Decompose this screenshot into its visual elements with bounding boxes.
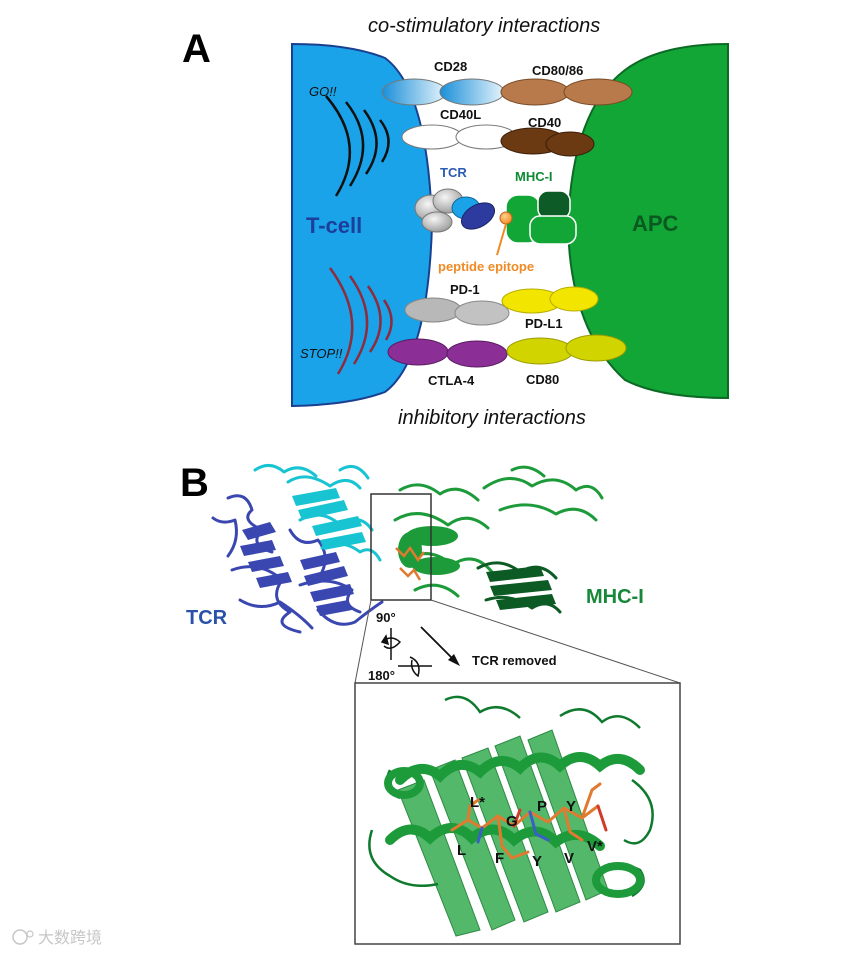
cd80-86-label: CD80/86 (532, 63, 583, 78)
stop-label: STOP!! (300, 346, 343, 361)
panel-b-letter: B (180, 461, 209, 505)
rotate-vertical-icon (380, 628, 402, 660)
mhc-i-molecule (505, 190, 577, 245)
tcr-structure-label: TCR (186, 607, 228, 629)
ctla4-domain-2 (446, 340, 508, 368)
peptide-overview (395, 545, 425, 581)
pd1-domain-2 (454, 300, 510, 326)
cd40l-domain-1 (401, 124, 463, 150)
pd1-label: PD-1 (450, 282, 480, 297)
cd40l-label: CD40L (440, 107, 481, 122)
residue-label: F (495, 850, 504, 867)
arrow-label: TCR removed (472, 653, 557, 668)
mhc-structure (393, 465, 604, 614)
cd40-label: CD40 (528, 115, 561, 130)
top-caption: co-stimulatory interactions (368, 15, 600, 37)
panel-a: A co-stimulatory interactions inhibitory… (182, 15, 729, 429)
zoom-region (370, 493, 432, 601)
rotation-180-label: 180° (368, 668, 395, 683)
stop-signal-icon (328, 267, 393, 375)
zoom-guide-right (430, 599, 681, 684)
peptide-pointer (496, 223, 507, 256)
tcr-molecule (414, 188, 496, 233)
panel-a-letter: A (182, 27, 211, 71)
residue-label: G (506, 813, 518, 830)
residue-label: V (564, 850, 574, 867)
residue-label: L (457, 842, 466, 859)
zoom-guide-left (354, 599, 372, 684)
pd1-domain-1 (404, 297, 462, 323)
residue-label: P (537, 798, 547, 815)
cd28-domain-2 (439, 78, 505, 106)
rotation-90-label: 90° (376, 610, 396, 625)
panel-b: B (180, 461, 681, 945)
tcr-label: TCR (440, 165, 467, 180)
go-label: GO!! (309, 84, 337, 99)
residue-labels: L* G P Y L F Y V V* (457, 794, 603, 870)
mhc-groove-structure (368, 695, 654, 937)
residue-label: L* (470, 794, 485, 811)
ctla4-label: CTLA-4 (428, 373, 475, 388)
cd80-86-domain-2 (563, 78, 633, 106)
mhc-structure-label: MHC-I (586, 586, 644, 608)
cd40-domain-2 (545, 131, 595, 157)
bottom-caption: inhibitory interactions (398, 407, 586, 429)
residue-label: V* (587, 838, 603, 855)
watermark-logo-icon (12, 929, 28, 945)
mhc-i-label: MHC-I (515, 169, 553, 184)
pdl1-label: PD-L1 (525, 316, 563, 331)
watermark-text: 大数跨境 (38, 928, 102, 947)
peptide-epitope-label: peptide epitope (438, 259, 534, 274)
pdl1-domain-2 (549, 286, 599, 312)
ctla4-domain-1 (387, 338, 449, 366)
apc-label: APC (632, 211, 679, 236)
residue-label: Y (566, 798, 576, 815)
arrow-icon (420, 626, 460, 666)
rotate-horizontal-icon (398, 656, 432, 678)
tcell-label: T-cell (306, 213, 362, 238)
residue-label: Y (532, 853, 542, 870)
cd80-86-domain-1 (500, 78, 570, 106)
cd28-domain-1 (381, 78, 447, 106)
go-signal-icon (325, 95, 390, 197)
peptide-structure (450, 782, 608, 860)
cd80-domain-2 (565, 334, 627, 362)
watermark: 大数跨境 (12, 928, 102, 947)
peptide-epitope-icon (499, 211, 513, 225)
cd80-label: CD80 (526, 372, 559, 387)
cd80-domain-1 (506, 337, 574, 365)
tcr-structure (211, 464, 384, 634)
cd28-label: CD28 (434, 59, 467, 74)
